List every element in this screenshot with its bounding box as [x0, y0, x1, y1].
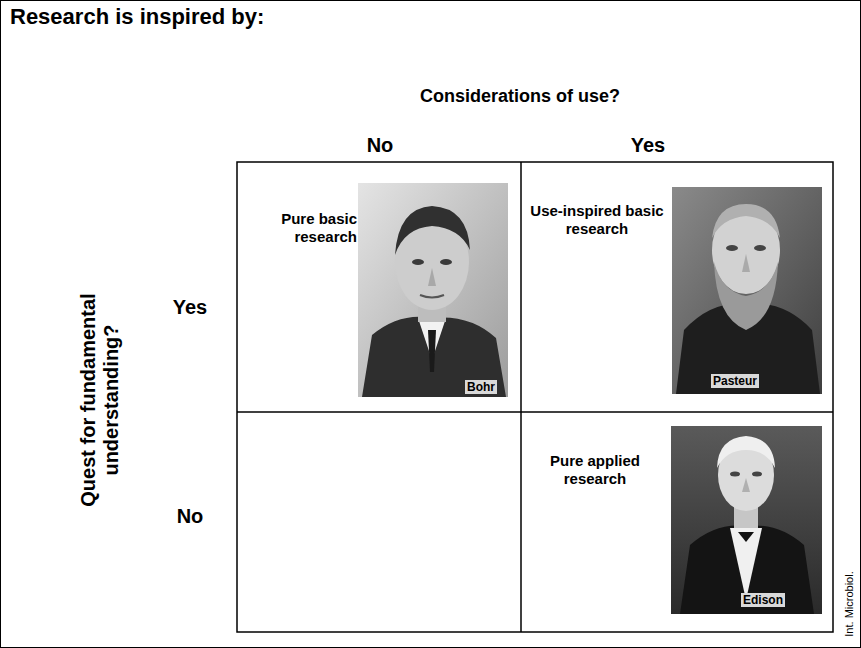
- row-header: Yes: [173, 296, 207, 319]
- matrix-cell: Use-inspired basic researchPasteur: [521, 162, 833, 412]
- axis-title: Considerations of use?: [420, 86, 620, 107]
- axis-title: Quest for fundamental understanding?: [77, 255, 123, 545]
- portrait-name: Pasteur: [711, 374, 759, 388]
- column-header: Yes: [631, 134, 665, 157]
- portrait-photo: [672, 187, 822, 394]
- grid-lines: [237, 162, 833, 632]
- portrait-name: Bohr: [465, 380, 497, 394]
- column-header: No: [367, 134, 394, 157]
- row-header: No: [177, 505, 204, 528]
- diagram-title: Research is inspired by:: [10, 4, 264, 29]
- portrait-photo: [358, 183, 508, 397]
- portrait-name: Edison: [741, 593, 785, 607]
- source-watermark: Int. Microbiol.: [843, 571, 856, 636]
- cell-label: Pure basic research: [243, 210, 357, 246]
- cell-label: Pure applied research: [527, 452, 663, 488]
- cell-label: Use-inspired basic research: [527, 202, 667, 238]
- matrix-cell: Pure applied researchEdison: [521, 412, 833, 632]
- matrix-cell: Pure basic researchBohr: [237, 162, 521, 412]
- portrait-photo: [671, 426, 822, 614]
